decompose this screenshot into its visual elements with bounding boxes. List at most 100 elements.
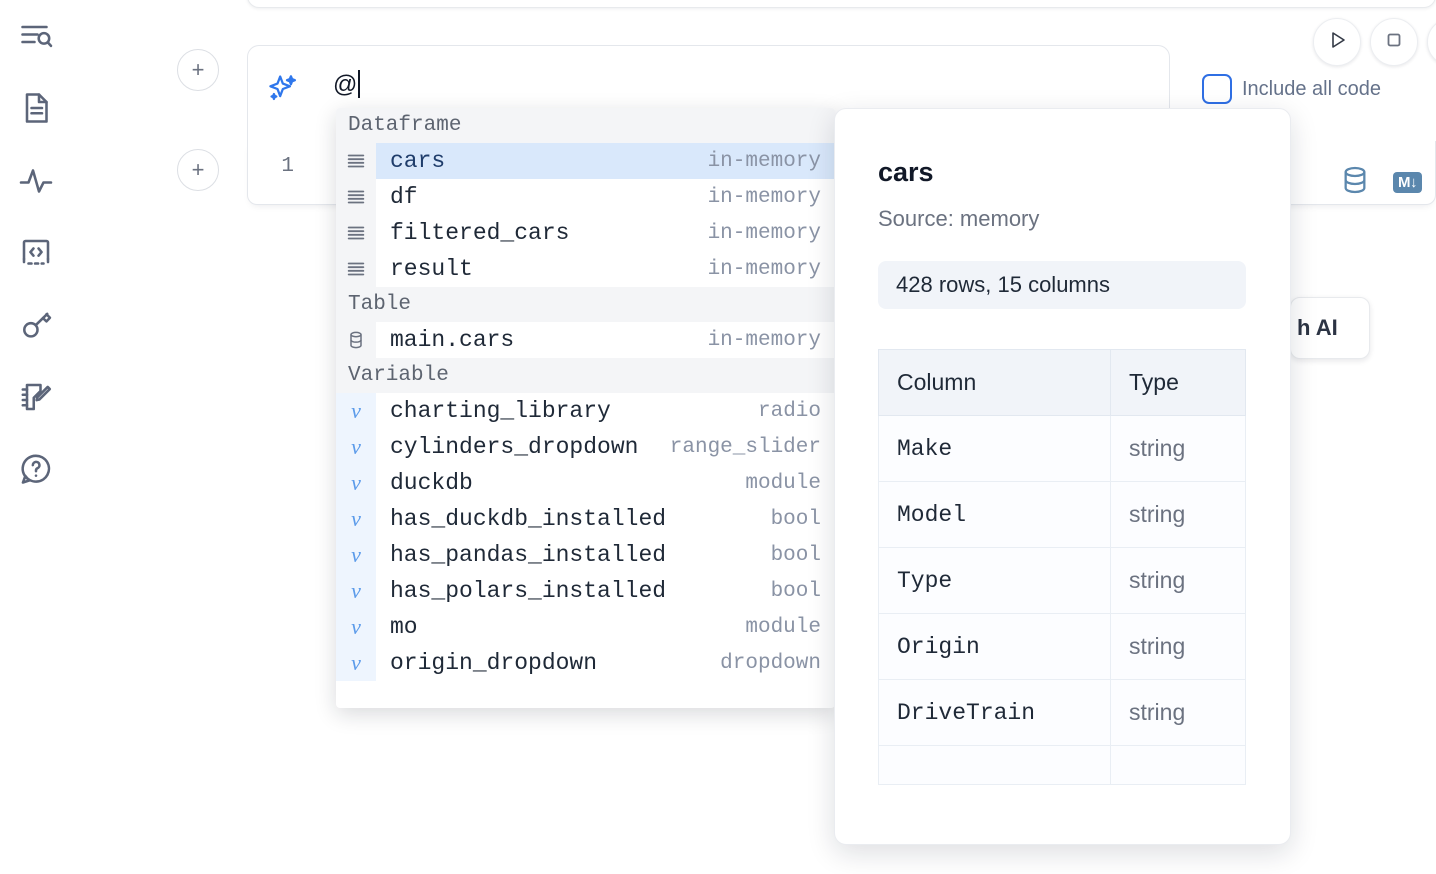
schema-column-type: string — [1110, 547, 1246, 614]
include-all-code-label: Include all code — [1242, 77, 1381, 100]
completion-item-name: filtered_cars — [390, 220, 570, 246]
help-icon — [18, 451, 54, 487]
run-button[interactable] — [1313, 18, 1361, 66]
dataframe-icon — [336, 215, 376, 251]
markdown-icon[interactable]: M↓ — [1393, 172, 1422, 193]
variable-icon: v — [336, 393, 376, 429]
sidebar-item-document[interactable] — [14, 86, 58, 130]
dataframe-icon — [336, 179, 376, 215]
completion-item-kind: in-memory — [707, 257, 821, 281]
schema-column-type: string — [1110, 613, 1246, 680]
variable-icon: v — [336, 537, 376, 573]
schema-column-name: Type — [878, 547, 1111, 614]
completion-item-name: df — [390, 184, 418, 210]
completion-item-kind: in-memory — [707, 143, 835, 179]
completion-item[interactable]: df in-memory — [336, 179, 835, 215]
completion-item-name: result — [390, 256, 473, 282]
text-caret — [358, 70, 361, 98]
sparkle-icon — [266, 72, 300, 106]
sidebar-item-secrets[interactable] — [14, 303, 58, 347]
column-header-type: Type — [1110, 349, 1246, 416]
completion-group-header: Table — [336, 287, 835, 322]
completion-item-name: cars — [376, 143, 708, 179]
sidebar-item-activity[interactable] — [14, 159, 58, 203]
include-all-code-row[interactable]: Include all code — [1202, 74, 1381, 104]
activity-icon — [18, 163, 54, 199]
completion-item-name: charting_library — [390, 398, 611, 424]
dataframe-icon — [336, 251, 376, 287]
completion-item[interactable]: v charting_library radio — [336, 393, 835, 429]
sidebar-item-code[interactable] — [14, 231, 58, 275]
table-icon — [336, 322, 376, 358]
square-stop-icon — [1382, 28, 1406, 57]
sidebar-item-help[interactable] — [14, 447, 58, 491]
completion-item-kind: in-memory — [707, 185, 821, 209]
completion-item-name: mo — [390, 614, 418, 640]
completion-item-kind: radio — [757, 399, 821, 423]
include-all-code-checkbox[interactable] — [1202, 74, 1232, 104]
variable-icon: v — [336, 609, 376, 645]
completion-item[interactable]: main.cars in-memory — [336, 322, 835, 358]
schema-column-type: string — [1110, 415, 1246, 482]
preview-title: cars — [878, 157, 934, 187]
database-icon[interactable] — [1339, 164, 1371, 201]
notebook-edit-icon — [18, 379, 54, 415]
stop-button[interactable] — [1370, 18, 1418, 66]
completion-group-header: Variable — [336, 358, 835, 393]
column-header-column: Column — [878, 349, 1111, 416]
variable-icon: v — [336, 429, 376, 465]
ai-prompt-value: @ — [333, 71, 358, 98]
completion-item-name: cylinders_dropdown — [390, 434, 639, 460]
generate-with-ai-button[interactable]: h AI — [1290, 297, 1370, 359]
completion-group-header: Dataframe — [336, 108, 835, 143]
previous-cell-card — [247, 0, 1436, 8]
completion-item-name: has_pandas_installed — [390, 542, 667, 568]
ai-prompt-input[interactable]: @ — [333, 70, 361, 99]
completion-item[interactable]: filtered_cars in-memory — [336, 215, 835, 251]
schema-column-type: string — [1110, 481, 1246, 548]
sidebar-rail — [0, 0, 72, 874]
completion-item-kind: module — [745, 471, 821, 495]
play-icon — [1325, 28, 1349, 57]
preview-shape-badge: 428 rows, 15 columns — [878, 261, 1246, 309]
completion-item-kind: in-memory — [707, 328, 821, 352]
completion-item-name: has_duckdb_installed — [390, 506, 667, 532]
table-row-partial — [878, 745, 1246, 785]
preview-source: Source: memory — [878, 206, 1040, 231]
add-cell-button-bottom[interactable]: + — [177, 149, 219, 191]
line-number: 1 — [281, 155, 294, 178]
completion-item-kind: in-memory — [707, 221, 821, 245]
completion-item-kind: dropdown — [720, 651, 821, 675]
variable-icon: v — [336, 573, 376, 609]
completion-item-kind: bool — [770, 579, 821, 603]
code-icon — [18, 235, 54, 271]
more-options-button[interactable] — [1427, 18, 1436, 66]
completion-item-name: origin_dropdown — [390, 650, 598, 676]
schema-column-name: Make — [878, 415, 1111, 482]
dataframe-icon — [336, 143, 376, 179]
variable-icon: v — [336, 465, 376, 501]
table-header-row: Column Type — [878, 349, 1246, 416]
schema-column-name: DriveTrain — [878, 679, 1111, 746]
completion-item[interactable]: result in-memory — [336, 251, 835, 287]
sidebar-item-scratchpad[interactable] — [14, 375, 58, 419]
dataframe-preview-panel: cars Source: memory 428 rows, 15 columns… — [834, 108, 1291, 845]
plus-icon: + — [191, 57, 205, 82]
sidebar-item-explore[interactable] — [14, 14, 58, 58]
add-cell-button-top[interactable]: + — [177, 49, 219, 91]
completion-item-name: main.cars — [390, 327, 515, 353]
